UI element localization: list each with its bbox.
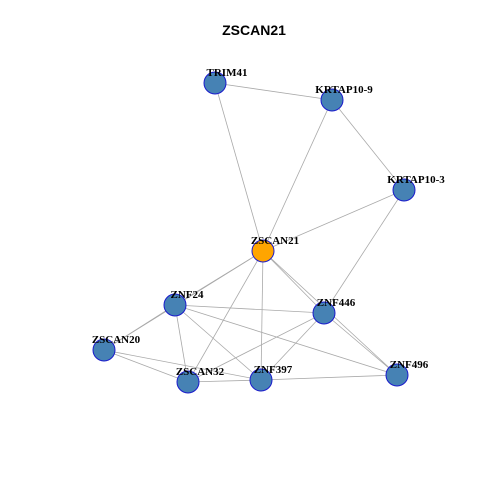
edge-znf446-znf496 [323,312,398,376]
node-label-trim41: TRIM41 [207,67,248,79]
edge-trim41-zscan21 [214,82,264,252]
edge-znf24-znf446 [174,304,325,314]
node-znf397 [249,368,273,392]
edge-krtap10-3-zscan21 [262,189,405,252]
node-label-znf397: ZNF397 [254,364,293,376]
edge-znf397-znf496 [260,374,398,381]
node-krtap10-9 [320,88,344,112]
edge-zscan21-zscan32 [187,250,264,383]
node-label-znf446: ZNF446 [317,297,356,309]
node-label-krtap10-9: KRTAP10-9 [315,84,373,96]
edge-krtap10-9-zscan21 [262,99,333,252]
edge-znf24-zscan20 [103,304,176,351]
edge-znf24-znf496 [174,304,398,376]
node-label-zscan21: ZSCAN21 [251,235,299,247]
edge-zscan32-znf397 [187,379,262,383]
node-label-znf496: ZNF496 [390,359,429,371]
edge-znf24-znf397 [174,304,262,381]
node-znf446 [312,301,336,325]
edge-krtap10-9-krtap10-3 [331,99,405,191]
node-label-zscan20: ZSCAN20 [92,334,141,346]
edge-zscan20-znf397 [103,349,262,381]
edge-krtap10-3-znf446 [323,189,405,314]
nodes-layer [92,71,416,394]
diagram-title: ZSCAN21 [222,22,286,38]
edge-znf24-zscan32 [174,304,189,383]
edge-znf446-znf397 [260,312,325,381]
node-zscan21 [251,239,275,263]
node-trim41 [203,71,227,95]
node-label-krtap10-3: KRTAP10-3 [387,174,445,186]
node-zscan32 [176,370,200,394]
edges-layer [103,82,405,383]
edge-zscan21-znf446 [262,250,325,314]
edge-trim41-krtap10-9 [214,82,333,101]
node-krtap10-3 [392,178,416,202]
node-label-znf24: ZNF24 [171,289,205,301]
node-znf496 [385,363,409,387]
node-zscan20 [92,338,116,362]
edge-zscan21-znf397 [260,250,264,381]
labels-layer: ZSCAN21 TRIM41KRTAP10-9KRTAP10-3ZNF24ZNF4… [92,67,445,378]
node-label-zscan32: ZSCAN32 [176,366,225,378]
node-znf24 [163,293,187,317]
edge-zscan20-zscan32 [103,349,189,383]
